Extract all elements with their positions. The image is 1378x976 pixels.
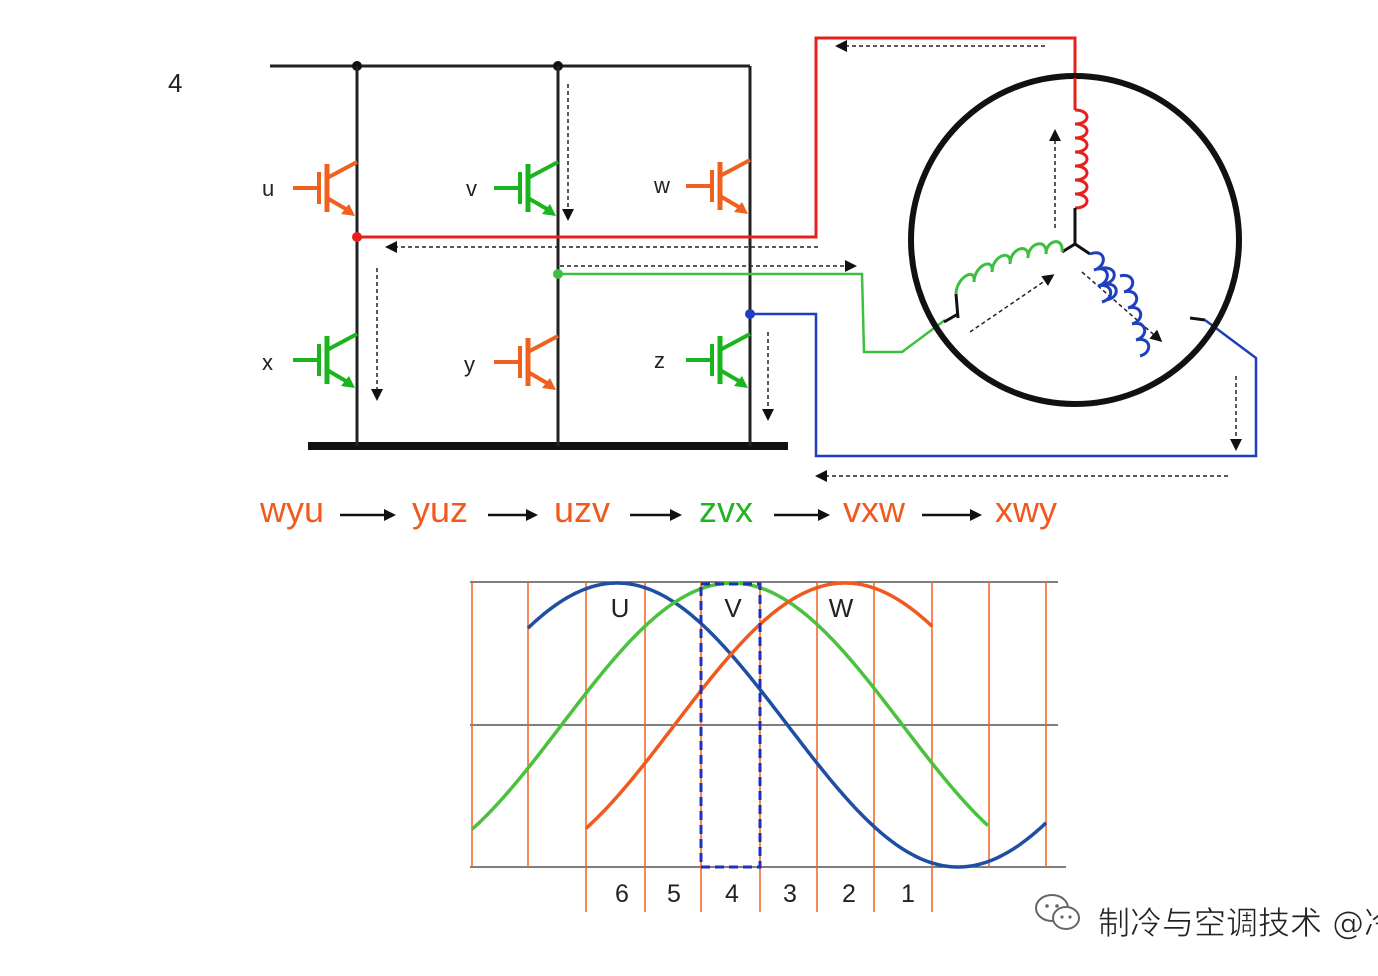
sequence-arrowhead: [526, 509, 538, 521]
igbt-w: [686, 158, 751, 214]
igbt-v: [494, 160, 559, 216]
sector-number: 2: [842, 880, 856, 908]
star-link-w: [1074, 242, 1091, 256]
sequence-arrowhead: [970, 509, 982, 521]
sequence-step: vxw: [843, 489, 906, 530]
three-phase-waveforms: U V W 6 5 4 3 2 1: [470, 581, 1066, 912]
igbt-y: [494, 334, 559, 390]
figure-number: 4: [168, 68, 182, 98]
sector-number: 4: [725, 880, 739, 908]
phase-w-wire: [750, 312, 1258, 458]
wave-u: [526, 581, 1048, 869]
inverter-bridge: [270, 61, 788, 450]
switch-label-y: y: [464, 352, 475, 377]
motor-stator-circle: [908, 73, 1242, 407]
igbt-x: [293, 332, 358, 388]
sector-number: 3: [783, 880, 797, 908]
igbt-switches: [293, 158, 751, 390]
wechat-icon: [1035, 894, 1080, 930]
sector-number: 5: [667, 880, 681, 908]
watermark: 制冷与空调技术 @冷暖技术: [1035, 894, 1378, 942]
flow-arrow: [969, 274, 1055, 333]
current-flow-arrows: [371, 40, 1242, 482]
phase-v-wire: [558, 272, 946, 354]
motor: [908, 73, 1242, 407]
switching-sequence: wyu yuz uzv zvx vxw xwy: [259, 489, 1057, 530]
igbt-u: [293, 160, 358, 216]
sequence-step: uzv: [554, 489, 610, 530]
switch-label-w: w: [653, 173, 670, 198]
coil-w: [1089, 251, 1151, 358]
switch-label-u: u: [262, 176, 274, 201]
sequence-step: zvx: [699, 489, 753, 530]
watermark-text: 制冷与空调技术 @冷暖技术: [1098, 904, 1378, 942]
sequence-arrowhead: [670, 509, 682, 521]
wave-label-w: W: [829, 593, 854, 623]
phase-u-wire: [357, 36, 1077, 239]
sector-number: 6: [615, 880, 629, 908]
sequence-step: yuz: [412, 489, 468, 530]
coil-w-tail: [1189, 316, 1206, 322]
switch-label-v: v: [466, 176, 477, 201]
coil-u: [1074, 108, 1089, 210]
sequence-arrowhead: [384, 509, 396, 521]
switch-label-x: x: [262, 350, 273, 375]
coil-v-lead: [943, 312, 959, 324]
sector-number: 1: [901, 880, 915, 908]
sequence-arrowhead: [818, 509, 830, 521]
sequence-step: xwy: [995, 489, 1057, 530]
node-u: [352, 232, 362, 242]
highlight-sector-box: [699, 582, 762, 869]
coil-v: [954, 240, 1064, 295]
igbt-z: [686, 332, 751, 388]
wave-label-v: V: [724, 593, 742, 623]
switch-label-z: z: [654, 348, 665, 373]
phase-wires: [352, 36, 1258, 458]
flow-arrow: [1081, 271, 1163, 342]
node-w: [745, 309, 755, 319]
star-link-v: [1061, 242, 1076, 254]
wave-label-u: U: [611, 593, 630, 623]
node-v: [553, 269, 563, 279]
sequence-step: wyu: [259, 489, 324, 530]
